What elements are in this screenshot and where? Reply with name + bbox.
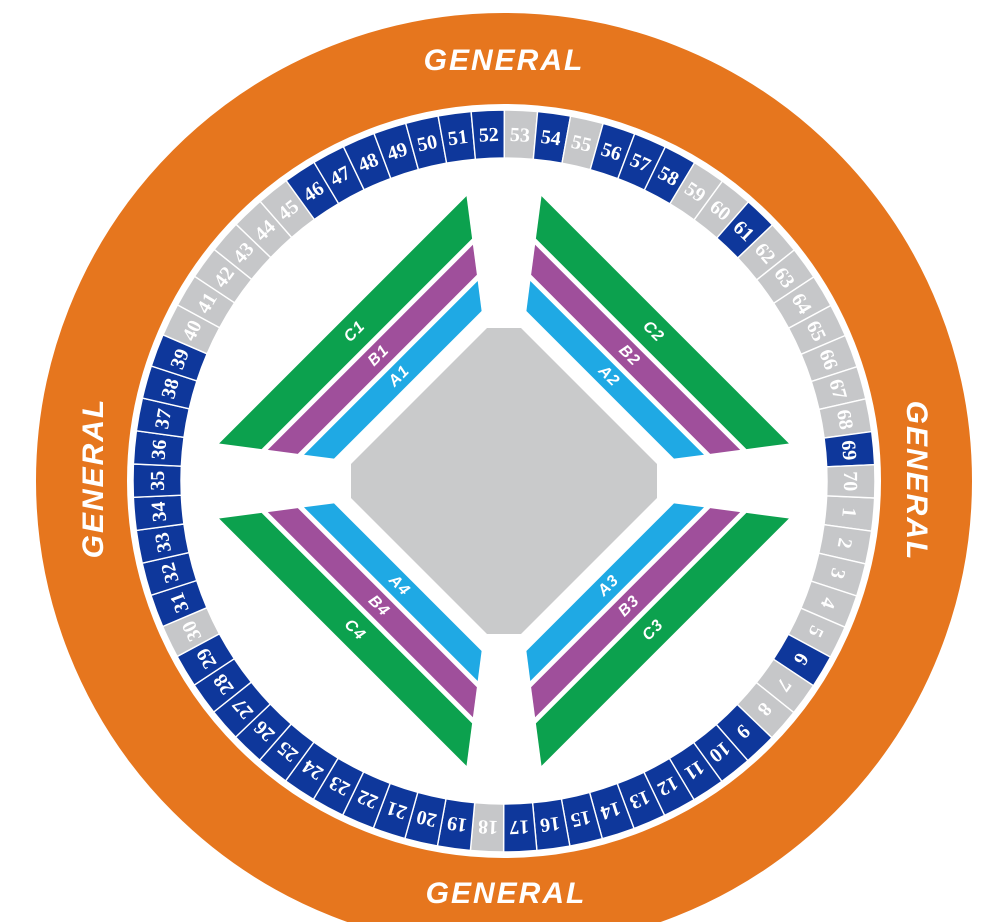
- section-16-label: 16: [539, 812, 562, 836]
- section-17-label: 17: [509, 815, 530, 838]
- section-69-label: 69: [837, 439, 861, 461]
- section-15-label: 15: [569, 805, 593, 831]
- section-18-label: 18: [478, 815, 499, 838]
- floor-section-a3[interactable]: [526, 503, 704, 681]
- section-1-label: 1: [837, 506, 860, 518]
- general-admission-ring[interactable]: [36, 13, 972, 922]
- section-54-label: 54: [539, 126, 562, 151]
- floor-section-b3[interactable]: [531, 508, 741, 718]
- section-53-label: 53: [509, 124, 530, 147]
- floor-section-c1[interactable]: [219, 196, 473, 450]
- section-19-label: 19: [446, 812, 469, 837]
- floor-section-c2[interactable]: [535, 196, 789, 450]
- section-37-label: 37: [151, 407, 176, 431]
- section-55-label: 55: [569, 131, 593, 157]
- section-33-label: 33: [151, 531, 176, 555]
- section-52-label: 52: [478, 124, 499, 147]
- floor-section-c3[interactable]: [535, 512, 789, 766]
- floor-section-b2[interactable]: [531, 244, 741, 454]
- section-35-label: 35: [147, 471, 169, 491]
- general-label-bottom: GENERAL: [425, 877, 587, 910]
- section-70[interactable]: [825, 463, 876, 499]
- section-51-label: 51: [447, 126, 470, 150]
- section-36-label: 36: [148, 439, 172, 461]
- floor-section-a2[interactable]: [526, 281, 704, 459]
- floor-section-a4[interactable]: [304, 503, 482, 681]
- section-70-label: 70: [839, 471, 861, 491]
- section-2-label: 2: [833, 536, 856, 550]
- section-34-label: 34: [148, 501, 172, 523]
- floor-section-b1[interactable]: [267, 244, 477, 454]
- floor-section-c4[interactable]: [219, 512, 473, 766]
- floor-section-a1[interactable]: [304, 281, 482, 459]
- section-68-label: 68: [832, 408, 857, 432]
- section-20-label: 20: [414, 805, 438, 831]
- general-label-right: GENERAL: [900, 400, 933, 562]
- general-label-top: GENERAL: [423, 44, 585, 77]
- stage-area: [351, 328, 657, 634]
- section-50-label: 50: [415, 131, 439, 157]
- general-label-left: GENERAL: [77, 397, 110, 559]
- floor-section-b4[interactable]: [267, 508, 477, 718]
